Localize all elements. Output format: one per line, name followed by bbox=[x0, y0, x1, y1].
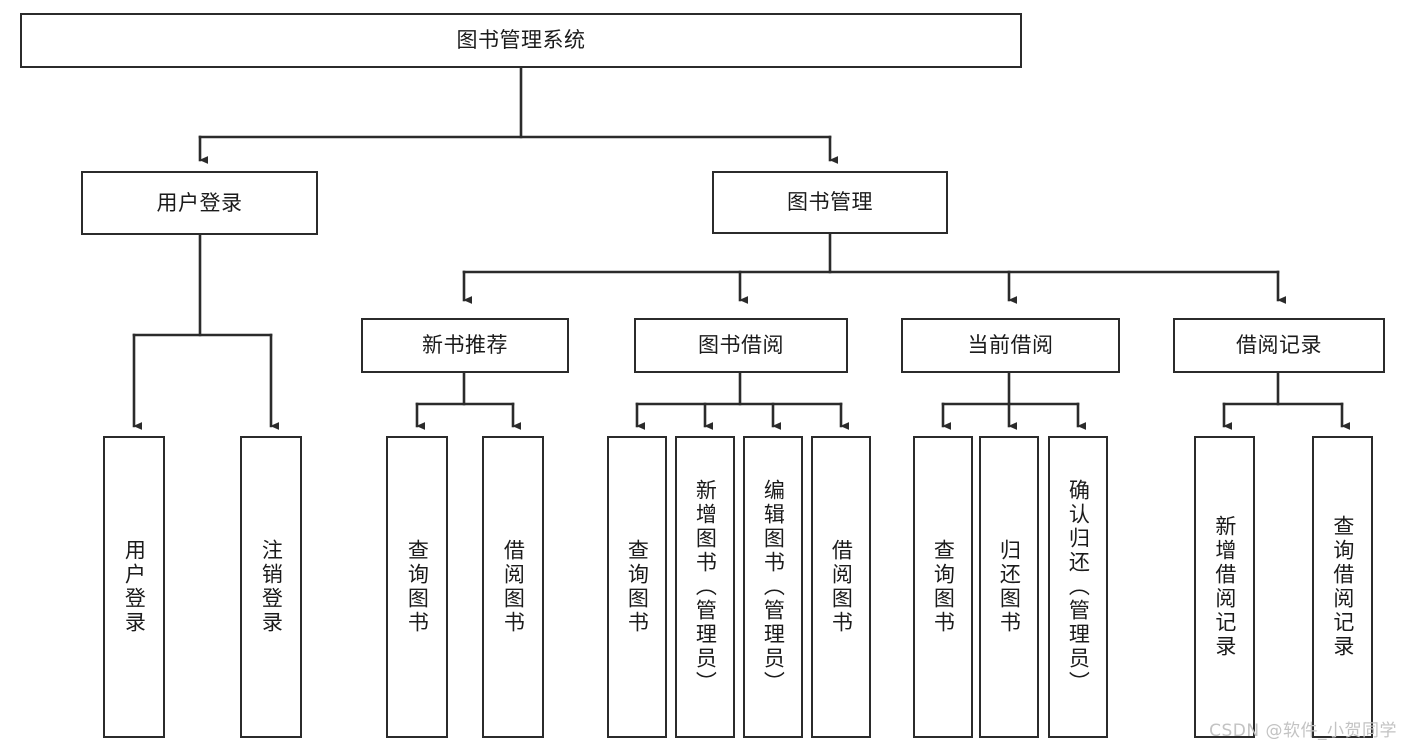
node-leaf-borrow-add-book-label: 新增图书（管理员） bbox=[693, 479, 718, 695]
node-leaf-rec-query-record[interactable]: 查询借阅记录 bbox=[1312, 436, 1373, 738]
node-leaf-rec-add-record-label: 新增借阅记录 bbox=[1212, 515, 1237, 659]
node-book-borrow-label: 图书借阅 bbox=[698, 333, 784, 358]
node-leaf-rec-add-record[interactable]: 新增借阅记录 bbox=[1194, 436, 1255, 738]
node-borrow-record[interactable]: 借阅记录 bbox=[1173, 318, 1385, 373]
node-book-borrow[interactable]: 图书借阅 bbox=[634, 318, 848, 373]
node-leaf-cur-query-book-label: 查询图书 bbox=[931, 539, 956, 635]
node-current-borrow[interactable]: 当前借阅 bbox=[901, 318, 1120, 373]
node-leaf-user-login[interactable]: 用户登录 bbox=[103, 436, 165, 738]
node-leaf-borrow-query-book-label: 查询图书 bbox=[625, 539, 650, 635]
node-leaf-borrow-edit-book-label: 编辑图书（管理员） bbox=[761, 479, 786, 695]
node-user-login-label: 用户登录 bbox=[156, 190, 243, 215]
node-leaf-user-login-label: 用户登录 bbox=[122, 539, 147, 635]
node-leaf-borrow-borrow-book-label: 借阅图书 bbox=[829, 539, 854, 635]
node-leaf-borrow-add-book[interactable]: 新增图书（管理员） bbox=[675, 436, 735, 738]
node-leaf-rec-query-book[interactable]: 查询图书 bbox=[386, 436, 448, 738]
node-user-login[interactable]: 用户登录 bbox=[81, 171, 318, 235]
node-leaf-borrow-edit-book[interactable]: 编辑图书（管理员） bbox=[743, 436, 803, 738]
node-root-label: 图书管理系统 bbox=[456, 28, 586, 53]
node-leaf-user-logout[interactable]: 注销登录 bbox=[240, 436, 302, 738]
node-leaf-rec-query-book-label: 查询图书 bbox=[405, 539, 430, 635]
node-leaf-cur-return-book[interactable]: 归还图书 bbox=[979, 436, 1039, 738]
node-leaf-rec-borrow-book[interactable]: 借阅图书 bbox=[482, 436, 544, 738]
node-leaf-rec-query-record-label: 查询借阅记录 bbox=[1330, 515, 1355, 659]
node-borrow-record-label: 借阅记录 bbox=[1236, 333, 1322, 358]
node-new-book-rec[interactable]: 新书推荐 bbox=[361, 318, 569, 373]
node-leaf-user-logout-label: 注销登录 bbox=[259, 539, 284, 635]
node-leaf-cur-confirm-return-label: 确认归还（管理员） bbox=[1066, 479, 1091, 695]
node-leaf-cur-return-book-label: 归还图书 bbox=[997, 539, 1022, 635]
node-book-manage[interactable]: 图书管理 bbox=[712, 171, 948, 234]
node-leaf-cur-confirm-return[interactable]: 确认归还（管理员） bbox=[1048, 436, 1108, 738]
node-root[interactable]: 图书管理系统 bbox=[20, 13, 1022, 68]
node-leaf-borrow-query-book[interactable]: 查询图书 bbox=[607, 436, 667, 738]
node-current-borrow-label: 当前借阅 bbox=[967, 333, 1054, 358]
node-book-manage-label: 图书管理 bbox=[787, 190, 873, 215]
csdn-watermark: CSDN @软件_小贺同学 bbox=[1209, 721, 1397, 741]
node-new-book-rec-label: 新书推荐 bbox=[422, 333, 508, 358]
node-leaf-rec-borrow-book-label: 借阅图书 bbox=[501, 539, 526, 635]
node-leaf-borrow-borrow-book[interactable]: 借阅图书 bbox=[811, 436, 871, 738]
node-leaf-cur-query-book[interactable]: 查询图书 bbox=[913, 436, 973, 738]
